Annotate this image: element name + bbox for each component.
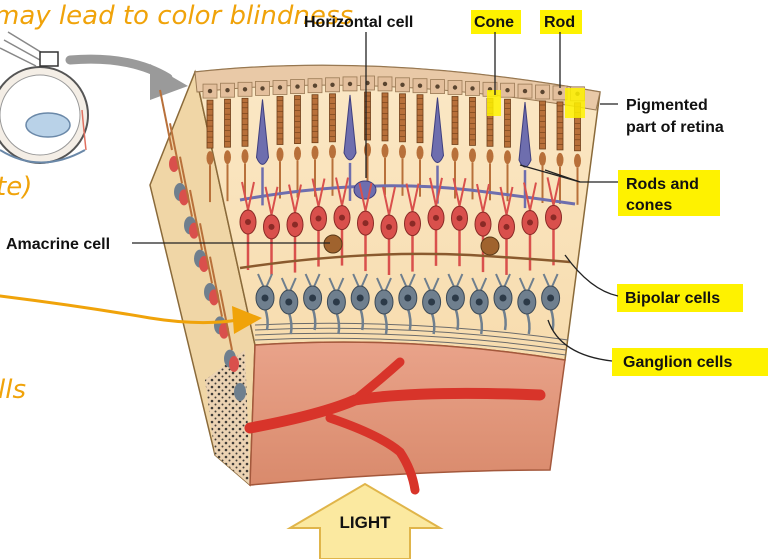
ganglion-cell bbox=[422, 277, 442, 335]
rod-mark bbox=[565, 88, 585, 118]
zoom-box bbox=[39, 51, 59, 67]
handwriting-left-mid: te) bbox=[0, 172, 32, 202]
bipolar-cells bbox=[239, 177, 562, 275]
cone-highlight bbox=[471, 10, 521, 34]
bipolar-cell bbox=[310, 178, 327, 267]
cone-mark bbox=[487, 90, 501, 116]
ganglion-cell bbox=[374, 277, 394, 335]
rod-cell bbox=[465, 81, 480, 200]
rod-cell bbox=[237, 81, 253, 201]
side-cell bbox=[179, 156, 206, 268]
choroid-layer bbox=[249, 341, 566, 486]
rod-cell bbox=[447, 80, 463, 199]
horizontal-cell-processes bbox=[239, 184, 576, 206]
horizontal-cell-label: Horizontal cell bbox=[304, 14, 413, 31]
cone-cell bbox=[342, 76, 358, 201]
side-cell bbox=[219, 289, 246, 401]
ganglion-cell bbox=[517, 277, 537, 335]
side-face-cells bbox=[159, 89, 246, 401]
ganglion-cell bbox=[541, 273, 561, 331]
rod-cell bbox=[325, 77, 340, 196]
retina-block bbox=[149, 64, 601, 495]
rod-cell bbox=[220, 82, 235, 202]
leader-lines bbox=[132, 32, 619, 362]
magnify-arrow-head bbox=[150, 64, 188, 100]
blood-vessels bbox=[244, 357, 546, 495]
rods-cones-label-line2: cones bbox=[626, 197, 672, 214]
amacrine-cell-body-2 bbox=[480, 236, 500, 256]
rod-cell bbox=[412, 78, 428, 197]
bipolar-cell bbox=[521, 182, 539, 271]
rods-cones-highlight bbox=[618, 170, 720, 216]
ganglion-cell bbox=[303, 273, 323, 331]
labels: Horizontal cell Cone Rod Pigmented part … bbox=[6, 14, 732, 371]
bipolar-cells-label: Bipolar cells bbox=[625, 290, 720, 307]
ganglion-cell bbox=[350, 273, 370, 331]
bipolar-cell bbox=[380, 186, 398, 275]
rod-cell bbox=[535, 84, 550, 203]
light-arrow: LIGHT bbox=[286, 482, 444, 559]
rod-cell bbox=[395, 77, 410, 196]
rods-cones-label-line1: Rods and bbox=[626, 176, 699, 193]
ganglion-cells-label: Ganglion cells bbox=[623, 354, 732, 371]
handwritten-arrow-head bbox=[232, 306, 262, 334]
photoreceptors bbox=[202, 75, 585, 209]
handwriting-left-bottom: lls bbox=[0, 375, 26, 405]
horizontal-cell-body bbox=[353, 180, 377, 200]
rod-cell bbox=[552, 85, 568, 204]
ganglion-cell bbox=[493, 273, 513, 331]
bipolar-cell bbox=[545, 177, 562, 266]
rod-cell bbox=[202, 83, 218, 203]
ganglion-cell bbox=[445, 273, 465, 331]
amacrine-cell-body bbox=[323, 234, 343, 254]
handwritten-annotations: may lead to color blindness te) lls bbox=[0, 1, 353, 405]
ganglion-cell bbox=[326, 277, 346, 335]
rod-label: Rod bbox=[544, 14, 575, 31]
bipolar-cell bbox=[427, 177, 445, 266]
ganglion-cell bbox=[398, 273, 418, 331]
eye-thumbnail bbox=[0, 31, 89, 164]
handwriting-top: may lead to color blindness bbox=[0, 1, 353, 31]
light-label: LIGHT bbox=[340, 513, 392, 532]
cone-label: Cone bbox=[474, 14, 514, 31]
label-highlights bbox=[471, 10, 768, 376]
ganglion-cell bbox=[279, 277, 299, 335]
bipolar-cell bbox=[239, 181, 257, 270]
bipolar-cell bbox=[404, 183, 421, 272]
ganglion-cell bbox=[469, 277, 489, 335]
amacrine-cell-label: Amacrine cell bbox=[6, 236, 110, 253]
handwritten-arrow bbox=[0, 294, 240, 325]
amacrine-cell-processes bbox=[239, 252, 571, 270]
bipolar-cell bbox=[357, 182, 374, 272]
ganglion-highlight bbox=[612, 348, 768, 376]
rod-highlight bbox=[540, 10, 582, 34]
ganglion-cell bbox=[255, 273, 275, 331]
bipolar-highlight bbox=[617, 284, 743, 312]
bipolar-cell bbox=[498, 186, 515, 275]
ganglion-cells bbox=[255, 273, 561, 335]
cone-cell bbox=[255, 81, 270, 206]
cone-cell bbox=[430, 79, 445, 204]
rod-cell bbox=[307, 78, 323, 197]
rod-cell bbox=[377, 76, 393, 195]
pigmented-label-line1: Pigmented bbox=[626, 97, 708, 114]
bipolar-cell bbox=[451, 177, 468, 267]
pigmented-label-line2: part of retina bbox=[626, 119, 724, 136]
bipolar-cell bbox=[286, 184, 304, 273]
